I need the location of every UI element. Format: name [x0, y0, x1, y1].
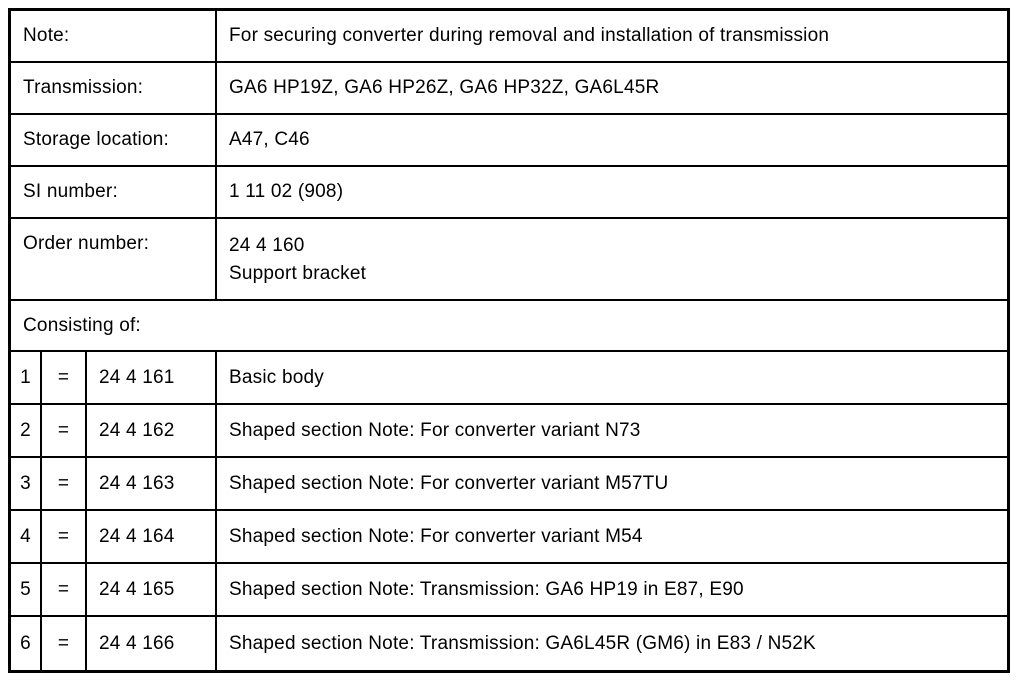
transmission-value: GA6 HP19Z, GA6 HP26Z, GA6 HP32Z, GA6L45R	[229, 77, 660, 98]
item-description: Shaped section Note: Transmission: GA6L4…	[229, 632, 816, 654]
item-description: Shaped section Note: Transmission: GA6 H…	[229, 578, 744, 600]
item-order-number: 24 4 165	[87, 564, 217, 615]
table-row-transmission: Transmission: GA6 HP19Z, GA6 HP26Z, GA6 …	[11, 63, 1007, 115]
table-row-item-5: 5 = 24 4 165 Shaped section Note: Transm…	[11, 564, 1007, 617]
order-number-value: 24 4 160 Support bracket	[217, 219, 1007, 299]
item-position: 5	[11, 564, 42, 615]
note-label: Note:	[11, 11, 217, 61]
storage-location-label: Storage location:	[11, 115, 217, 165]
table-row-order-number: Order number: 24 4 160 Support bracket	[11, 219, 1007, 301]
table-row-item-6: 6 = 24 4 166 Shaped section Note: Transm…	[11, 617, 1007, 670]
table-row-item-1: 1 = 24 4 161 Basic body	[11, 352, 1007, 405]
equals-sign: =	[42, 511, 87, 562]
item-position: 4	[11, 511, 42, 562]
si-number-value: 1 11 02 (908)	[229, 181, 344, 202]
item-position: 1	[11, 352, 42, 403]
item-description: Shaped section Note: For converter varia…	[229, 419, 641, 441]
item-description: Basic body	[229, 366, 324, 388]
item-position: 2	[11, 405, 42, 456]
item-position: 3	[11, 458, 42, 509]
equals-sign: =	[42, 458, 87, 509]
table-row-storage-location: Storage location: A47, C46	[11, 115, 1007, 167]
table-row-note: Note: For securing converter during remo…	[11, 11, 1007, 63]
order-number-value-line2: Support bracket	[229, 263, 367, 284]
note-value: For securing converter during removal an…	[229, 25, 830, 46]
item-order-number: 24 4 161	[87, 352, 217, 403]
equals-sign: =	[42, 617, 87, 670]
equals-sign: =	[42, 564, 87, 615]
consisting-of-header: Consisting of:	[23, 314, 141, 336]
item-order-number: 24 4 164	[87, 511, 217, 562]
table-row-si-number: SI number: 1 11 02 (908)	[11, 167, 1007, 219]
item-position: 6	[11, 617, 42, 670]
equals-sign: =	[42, 405, 87, 456]
item-order-number: 24 4 162	[87, 405, 217, 456]
tool-info-table: Note: For securing converter during remo…	[8, 8, 1010, 673]
item-order-number: 24 4 166	[87, 617, 217, 670]
table-row-consisting-of: Consisting of:	[11, 301, 1007, 352]
storage-location-value: A47, C46	[229, 129, 310, 150]
si-number-label: SI number:	[11, 167, 217, 217]
transmission-label: Transmission:	[11, 63, 217, 113]
table-row-item-2: 2 = 24 4 162 Shaped section Note: For co…	[11, 405, 1007, 458]
table-row-item-4: 4 = 24 4 164 Shaped section Note: For co…	[11, 511, 1007, 564]
table-row-item-3: 3 = 24 4 163 Shaped section Note: For co…	[11, 458, 1007, 511]
order-number-label: Order number:	[11, 219, 217, 299]
item-order-number: 24 4 163	[87, 458, 217, 509]
item-description: Shaped section Note: For converter varia…	[229, 472, 669, 494]
equals-sign: =	[42, 352, 87, 403]
item-description: Shaped section Note: For converter varia…	[229, 525, 643, 547]
order-number-value-line1: 24 4 160	[229, 235, 305, 256]
